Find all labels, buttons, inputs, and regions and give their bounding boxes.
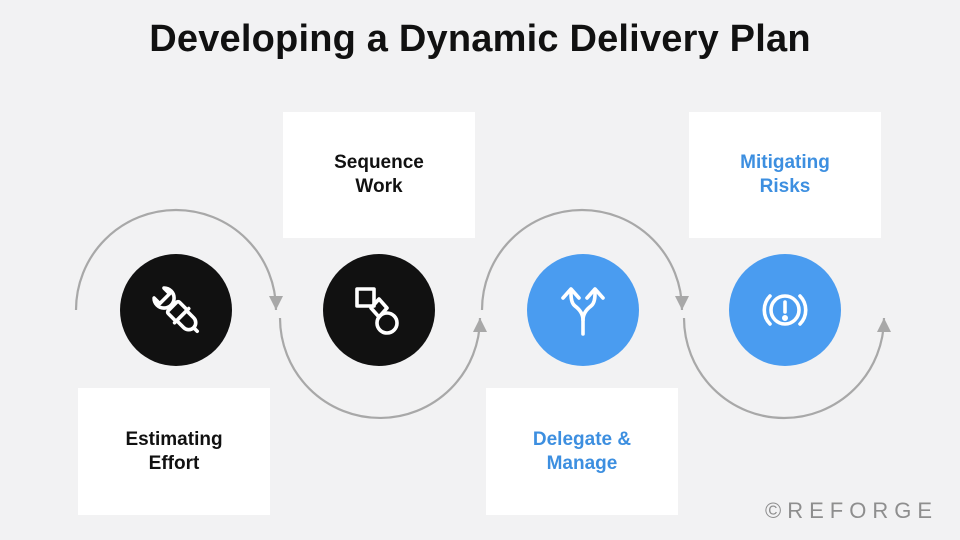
reforge-logo: ©REFORGE [765, 498, 938, 523]
arc-1-top [74, 208, 278, 311]
arc-2-bottom [278, 317, 482, 420]
step-label: Mitigating Risks [740, 152, 830, 197]
split-arrows-icon [561, 287, 605, 336]
arc-4-bottom [682, 317, 886, 420]
page-title: Developing a Dynamic Delivery Plan [149, 18, 811, 60]
arc-3-top [480, 208, 684, 311]
step-circle-sequence-work [323, 254, 435, 366]
step-circle-delegate-manage [527, 254, 639, 366]
arrow-head-3 [675, 296, 689, 310]
step-card-delegate-manage: Delegate & Manage [486, 388, 678, 515]
step-label: Sequence Work [334, 152, 424, 197]
step-card-estimating-effort: Estimating Effort [78, 388, 270, 515]
step-label: Delegate & Manage [532, 428, 632, 474]
warning-brake-icon [762, 294, 808, 326]
arrow-head-1 [269, 296, 283, 310]
arrow-head-2 [473, 318, 487, 332]
step-circle-estimating-effort [120, 254, 232, 366]
shapes-icon [355, 287, 399, 335]
step-label: Estimating Effort [125, 428, 223, 474]
plug-wrench-icon [152, 286, 200, 334]
step-circle-mitigating-risks [729, 254, 841, 366]
step-card-mitigating-risks: Mitigating Risks [689, 112, 881, 238]
step-card-sequence-work: Sequence Work [283, 112, 475, 238]
arrow-head-4 [877, 318, 891, 332]
